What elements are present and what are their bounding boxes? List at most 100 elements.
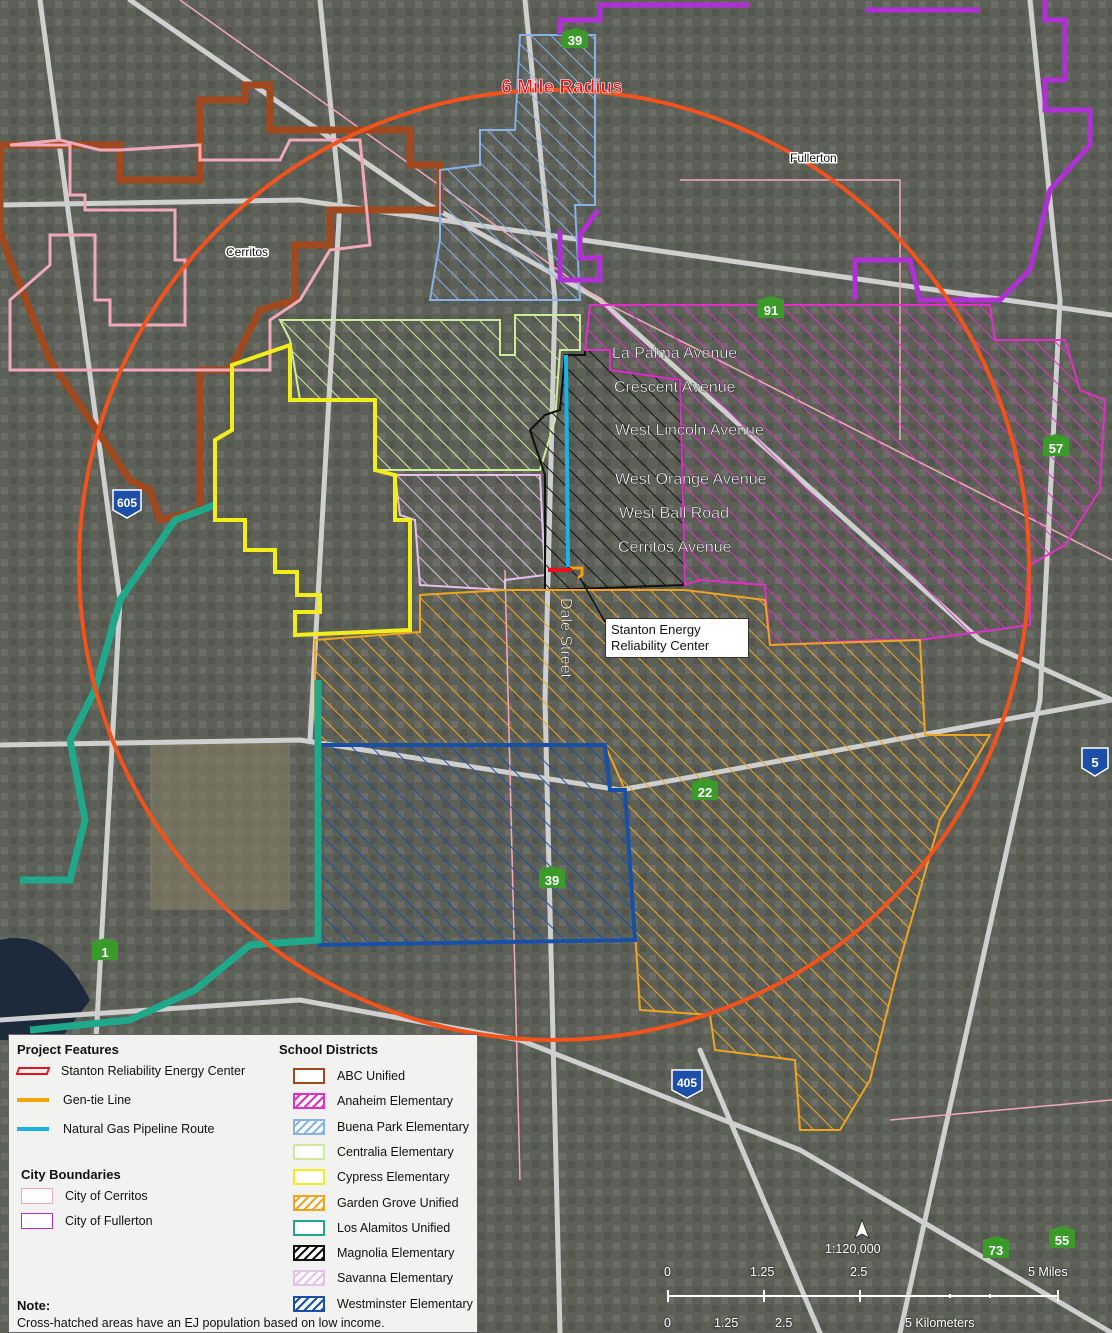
legend-item-garden-grove-unified-label: Garden Grove Unified bbox=[337, 1195, 459, 1210]
legend-swatch-abc-unified bbox=[293, 1068, 325, 1084]
street-label-lincoln: West Lincoln Avenue bbox=[615, 422, 764, 439]
scale-mi-0: 0 bbox=[664, 1265, 671, 1279]
legend-item-natural-gas-pipeline-route-label: Natural Gas Pipeline Route bbox=[63, 1122, 215, 1136]
legend-item-garden-grove-unified: Garden Grove Unified bbox=[293, 1193, 459, 1213]
legend-item-city-of-fullerton: City of Fullerton bbox=[21, 1211, 153, 1231]
street-label-dale: Dale Street bbox=[557, 598, 574, 679]
legend-item-centralia-elementary-label: Centralia Elementary bbox=[337, 1144, 454, 1159]
legend-item-city-of-cerritos-label: City of Cerritos bbox=[65, 1189, 148, 1203]
callout-line-2: Reliability Center bbox=[611, 638, 710, 653]
legend-swatch-gen-tie-line bbox=[17, 1098, 49, 1102]
scale-km-2: 2.5 bbox=[775, 1316, 793, 1330]
scale-bar-lines bbox=[667, 1290, 1059, 1302]
callout-line-1: Stanton Energy bbox=[611, 622, 701, 637]
street-label-orange: West Orange Avenue bbox=[615, 471, 767, 488]
street-label-ball: West Ball Road bbox=[619, 505, 729, 522]
legend-item-gen-tie-line: Gen-tie Line bbox=[17, 1090, 131, 1110]
street-label-crescent: Crescent Avenue bbox=[614, 379, 736, 396]
scale-mi-1: 1.25 bbox=[750, 1265, 775, 1279]
legend-swatch-city-of-cerritos bbox=[21, 1188, 53, 1204]
state-route-shield-57: 57 bbox=[1043, 434, 1069, 456]
state-route-shield-1: 1 bbox=[92, 938, 118, 960]
legend-item-stanton-reliability-energy-center: Stanton Reliability Energy Center bbox=[15, 1061, 246, 1081]
legend-swatch-magnolia-elementary bbox=[293, 1245, 325, 1262]
legend-swatch-buena-park-elementary bbox=[293, 1118, 325, 1135]
svg-text:39: 39 bbox=[568, 33, 582, 48]
legend-item-anaheim-elementary-label: Anaheim Elementary bbox=[337, 1094, 454, 1109]
highway-shields: 39 91 57 605 5 22 39 1 405 73 55 bbox=[92, 28, 1109, 1258]
place-label-fullerton: Fullerton bbox=[790, 151, 837, 165]
legend-swatch-garden-grove-unified bbox=[293, 1194, 325, 1211]
legend-item-westminster-elementary: Westminster Elementary bbox=[293, 1294, 473, 1314]
svg-text:39: 39 bbox=[545, 873, 559, 888]
legend-swatch-cypress-elementary bbox=[293, 1169, 325, 1186]
street-label-la-palma: La Palma Avenue bbox=[612, 345, 737, 362]
legend-item-cypress-elementary: Cypress Elementary bbox=[293, 1167, 450, 1187]
state-route-shield-39-mid: 39 bbox=[539, 866, 565, 888]
scale-km-0: 0 bbox=[664, 1316, 671, 1330]
svg-text:605: 605 bbox=[117, 496, 137, 510]
legend-item-centralia-elementary: Centralia Elementary bbox=[293, 1142, 454, 1162]
legend-note-heading: Note: bbox=[17, 1298, 51, 1313]
street-label-cerritos-ave: Cerritos Avenue bbox=[618, 539, 732, 556]
radius-label: 6 Mile Radius bbox=[501, 77, 622, 98]
north-arrow-icon bbox=[854, 1218, 870, 1239]
legend-item-buena-park-elementary: Buena Park Elementary bbox=[293, 1117, 469, 1137]
legend-item-magnolia-elementary: Magnolia Elementary bbox=[293, 1243, 454, 1263]
legend-item-abc-unified-label: ABC Unified bbox=[337, 1069, 406, 1083]
place-label-cerritos: Cerritos bbox=[226, 245, 268, 259]
legend-item-city-of-cerritos: City of Cerritos bbox=[21, 1186, 148, 1206]
natural-gas-pipeline-route bbox=[564, 354, 570, 568]
interstate-shield-5: 5 bbox=[1081, 747, 1109, 777]
legend-swatch-westminster-elementary bbox=[293, 1295, 325, 1312]
legend-item-abc-unified: ABC Unified bbox=[293, 1066, 405, 1086]
svg-text:91: 91 bbox=[764, 303, 778, 318]
airfield-area bbox=[150, 740, 290, 910]
legend-item-natural-gas-pipeline-route: Natural Gas Pipeline Route bbox=[17, 1119, 214, 1139]
interstate-shield-605: 605 bbox=[112, 489, 142, 519]
svg-text:1: 1 bbox=[101, 945, 108, 960]
scale-mi-2: 2.5 bbox=[850, 1265, 868, 1279]
garden-grove-unified-area bbox=[314, 589, 992, 1131]
scale-mi-3: 5 Miles bbox=[1028, 1265, 1068, 1279]
svg-text:22: 22 bbox=[698, 785, 712, 800]
legend-item-stanton-reliability-energy-center-label: Stanton Reliability Energy Center bbox=[61, 1064, 246, 1078]
legend-item-savanna-elementary: Savanna Elementary bbox=[293, 1268, 453, 1288]
legend-item-anaheim-elementary: Anaheim Elementary bbox=[293, 1091, 453, 1111]
stanton-center-callout: Stanton Energy Reliability Center bbox=[605, 618, 749, 658]
abc-unified-boundary bbox=[0, 81, 444, 525]
legend-city-heading: City Boundaries bbox=[21, 1167, 121, 1182]
state-route-shield-55: 55 bbox=[1049, 1226, 1075, 1248]
legend-item-westminster-elementary-label: Westminster Elementary bbox=[337, 1296, 473, 1311]
legend-item-los-alamitos-unified: Los Alamitos Unified bbox=[293, 1218, 450, 1238]
scale-km-3: 5 Kilometers bbox=[905, 1316, 975, 1330]
scale-km-1: 1.25 bbox=[714, 1316, 739, 1330]
svg-text:73: 73 bbox=[989, 1243, 1003, 1258]
svg-text:405: 405 bbox=[677, 1076, 697, 1090]
legend-school-heading: School Districts bbox=[279, 1042, 378, 1057]
six-mile-radius-ring bbox=[77, 88, 1031, 1042]
legend-project-heading: Project Features bbox=[17, 1042, 119, 1057]
gen-tie-line bbox=[570, 566, 584, 580]
map-legend: Project Features City Boundaries School … bbox=[8, 1034, 478, 1333]
state-route-shield-73: 73 bbox=[983, 1236, 1009, 1258]
legend-swatch-savanna-elementary bbox=[293, 1270, 325, 1287]
state-route-shield-39-top: 39 bbox=[562, 28, 588, 48]
legend-item-buena-park-elementary-label: Buena Park Elementary bbox=[337, 1119, 470, 1134]
fullerton-boundary bbox=[557, 0, 1093, 303]
buena-park-elementary-area bbox=[428, 34, 596, 301]
legend-swatch-natural-gas-pipeline-route bbox=[17, 1127, 49, 1131]
scale-and-north: 1:120,000 0 1.25 2.5 5 Miles 0 1.25 2.5 … bbox=[650, 1210, 1090, 1333]
interstate-shield-405: 405 bbox=[671, 1069, 703, 1099]
state-route-shield-22: 22 bbox=[692, 778, 718, 800]
legend-item-magnolia-elementary-label: Magnolia Elementary bbox=[337, 1246, 455, 1261]
legend-swatch-los-alamitos-unified bbox=[293, 1219, 325, 1236]
scale-ratio: 1:120,000 bbox=[825, 1242, 881, 1256]
westminster-elementary-area bbox=[316, 743, 638, 948]
callout-leader-line bbox=[579, 577, 606, 623]
los-alamitos-unified-boundary bbox=[20, 501, 322, 1034]
svg-text:5: 5 bbox=[1091, 755, 1098, 770]
legend-swatch-city-of-fullerton bbox=[21, 1213, 53, 1229]
svg-text:55: 55 bbox=[1055, 1233, 1069, 1248]
legend-swatch-stanton-reliability-energy-center bbox=[15, 1067, 51, 1075]
